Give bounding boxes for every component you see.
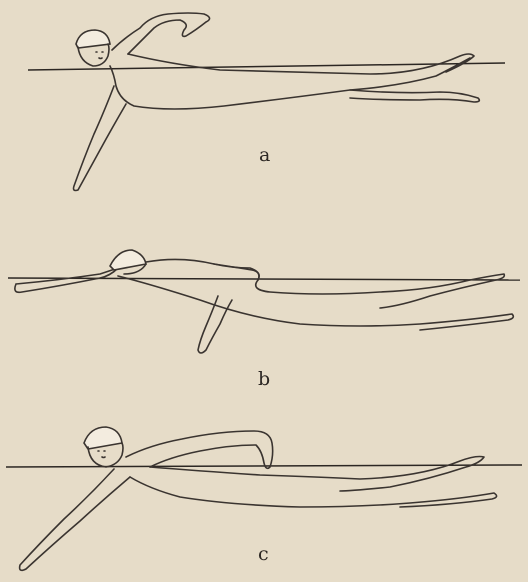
- face-a: [96, 52, 103, 59]
- extended-arm-b: [15, 268, 118, 292]
- figure-label-a: a: [259, 146, 270, 165]
- recover-arm-b: [214, 264, 259, 280]
- swim-cap-b: [110, 250, 146, 270]
- figure-label-c: c: [258, 545, 269, 564]
- swimmer-a-illustration: [0, 0, 528, 200]
- torso-upper-c: [150, 457, 484, 492]
- legs-a: [350, 90, 479, 102]
- raised-arm-a: [112, 13, 210, 54]
- figure-c: c: [0, 395, 528, 582]
- lower-arm-a: [74, 86, 127, 191]
- lower-arm-b: [198, 296, 232, 353]
- torso-lower-c: [130, 477, 497, 507]
- lower-arm-c: [20, 469, 130, 570]
- swim-cap-a: [76, 30, 110, 48]
- face-c: [98, 451, 105, 458]
- swim-cap-c: [84, 427, 122, 449]
- waterline-b: [8, 278, 520, 280]
- figure-b: b: [0, 200, 528, 395]
- figure-label-b: b: [258, 370, 270, 389]
- swimmer-b-illustration: [0, 200, 528, 395]
- raised-arm-c: [126, 431, 273, 468]
- figure-a: a: [0, 0, 528, 200]
